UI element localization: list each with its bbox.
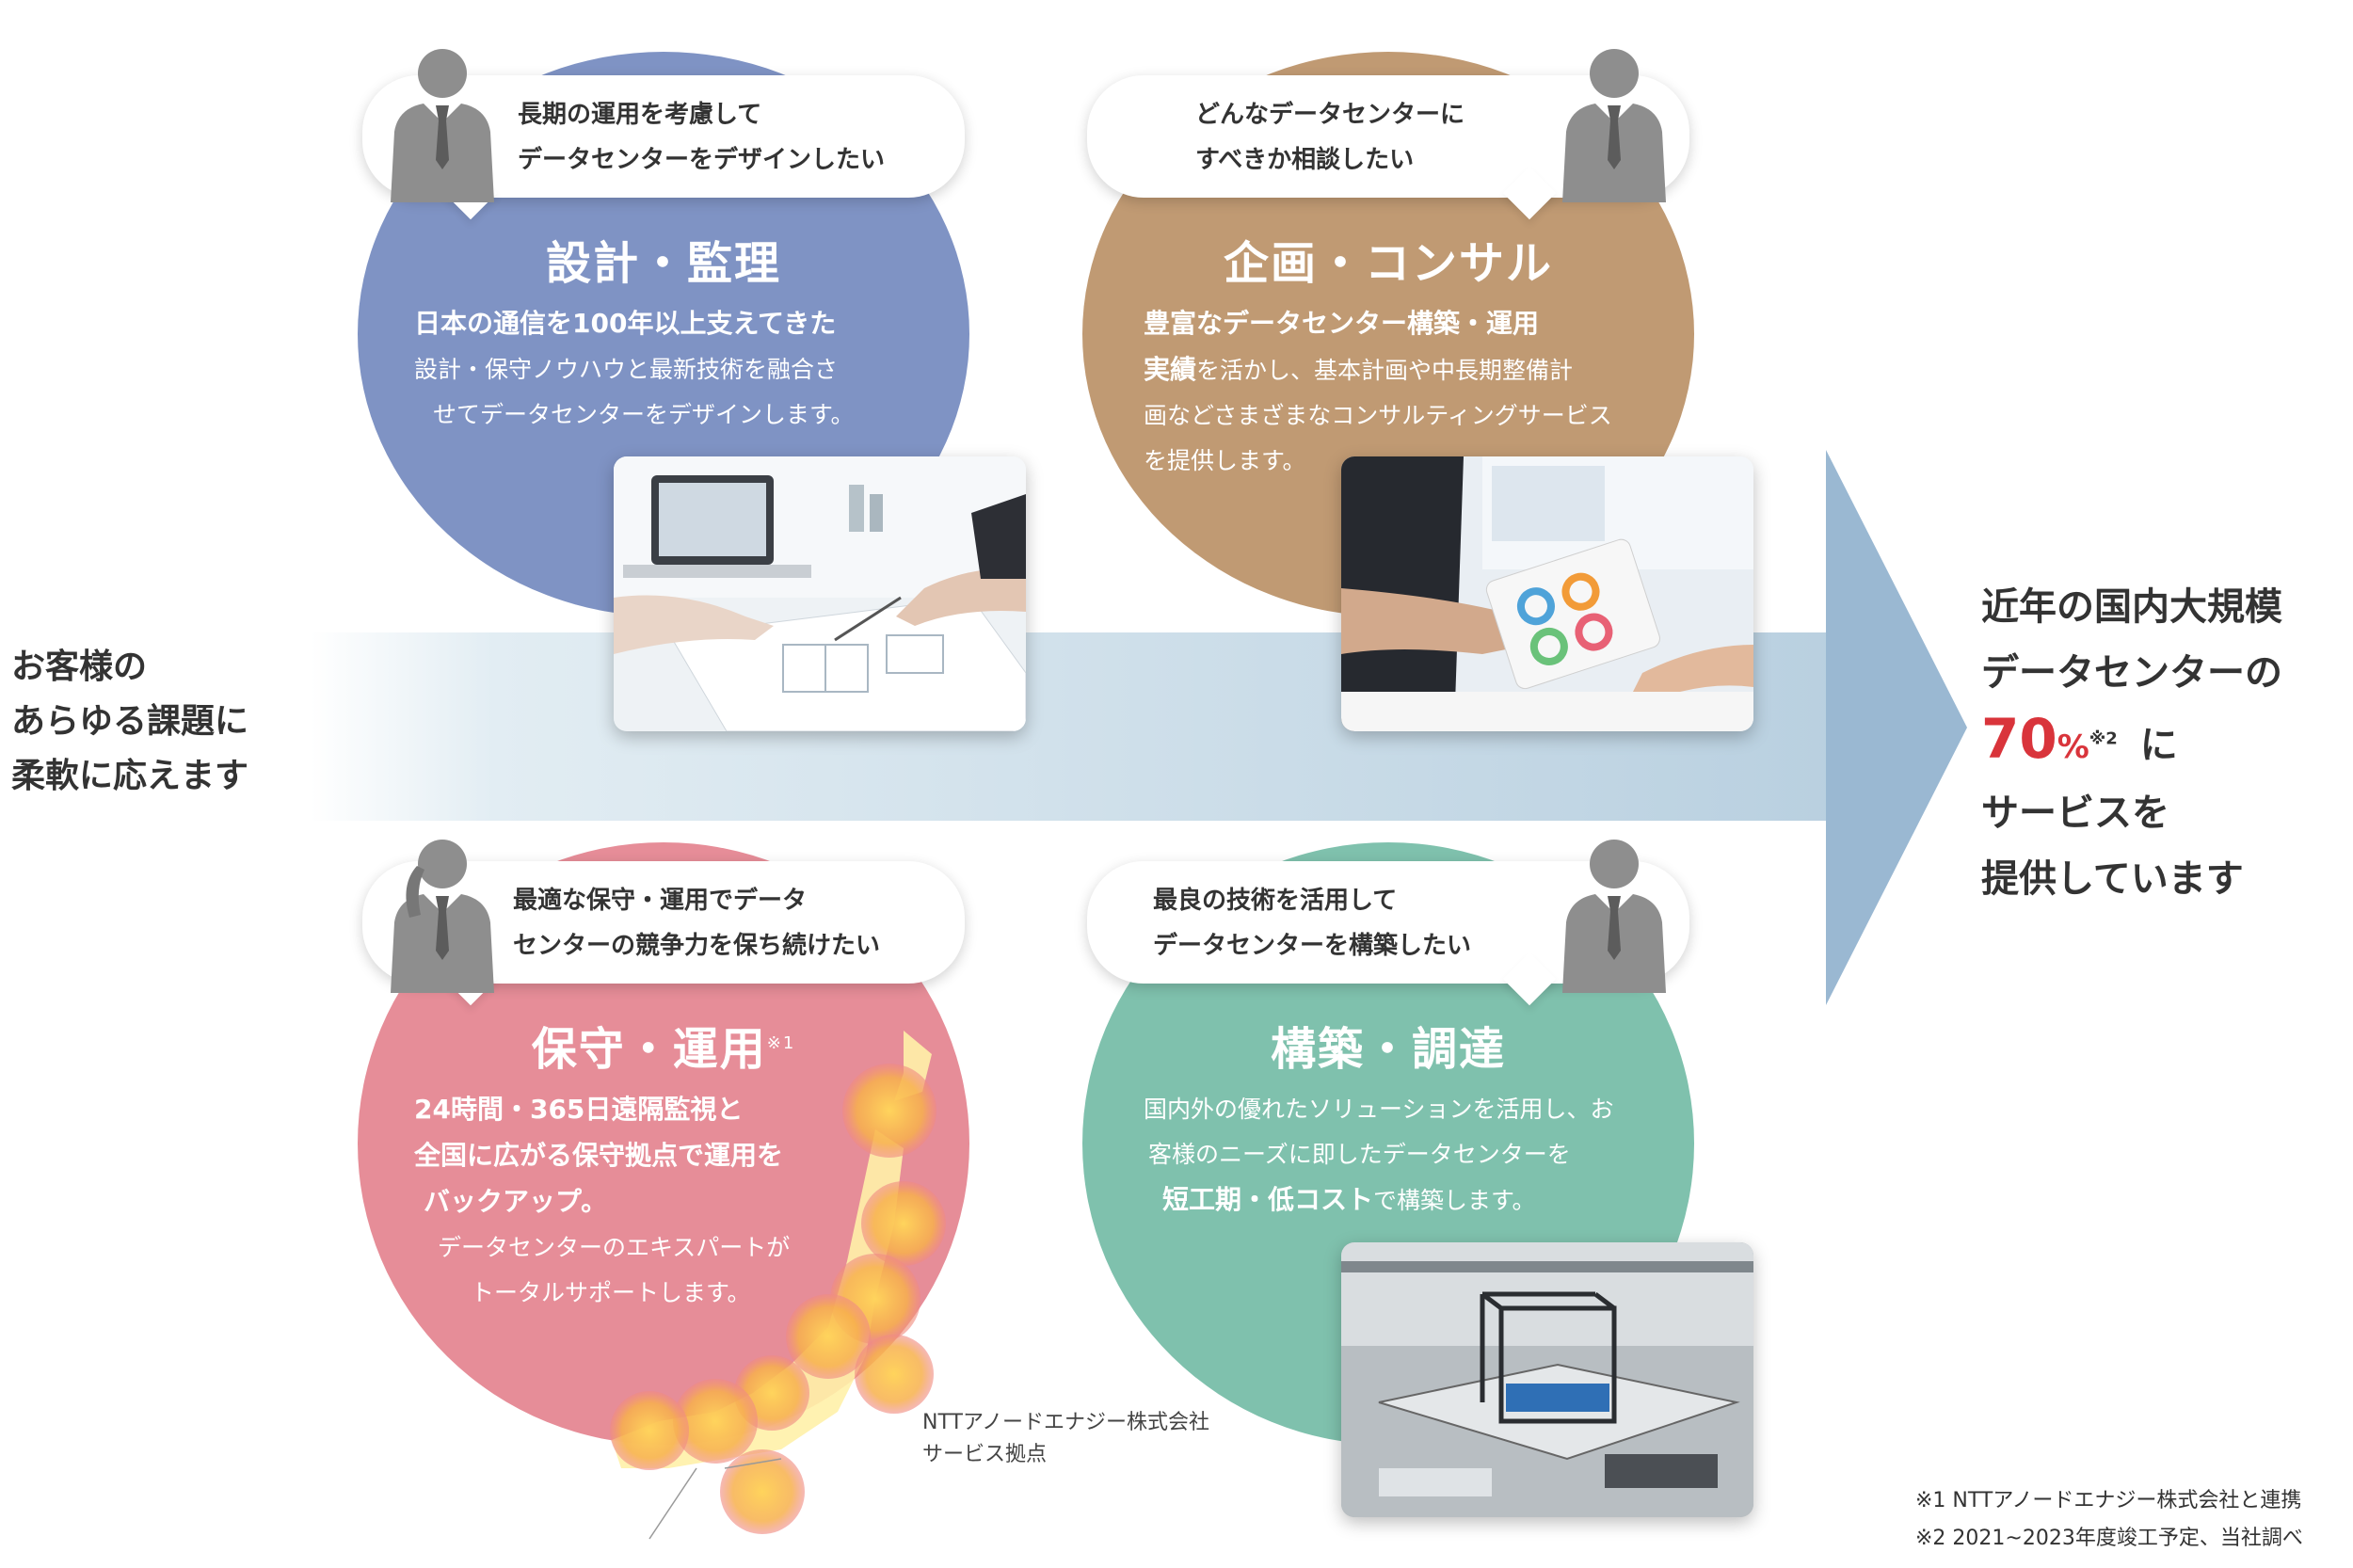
design-desc-bold: 日本の通信を100年以上支えてきた (414, 308, 837, 339)
maintenance-bubble-line2: センターの競争力を保ち続けたい (513, 932, 881, 960)
consult-bubble-line2: すべきか相談したい (1195, 146, 1415, 174)
construction-desc-line1: 国内外の優れたソリューションを活用し、お (1144, 1096, 1614, 1123)
maintenance-title-wrap: 保守・運用※1 (358, 1012, 969, 1078)
design-desc-line3: せてデータセンターをデザインします。 (433, 401, 855, 428)
maintenance-bubble-line1: 最適な保守・運用でデータ (513, 887, 808, 915)
map-legend-line1: NTTアノードエナジー株式会社 (922, 1411, 1209, 1434)
businessman-icon (1562, 49, 1666, 202)
arrow-head (1826, 450, 1967, 1005)
right-message-line2: データセンターの (1981, 651, 2282, 695)
share-percent-sign: % (2057, 728, 2089, 766)
left-message-line2: あらゆる課題に (11, 702, 249, 741)
construction-desc-line3: で構築します。 (1373, 1187, 1536, 1214)
right-message-line1: 近年の国内大規模 (1981, 585, 2282, 629)
consult-photo (1341, 456, 1753, 731)
share-percent: 70 (1981, 707, 2057, 771)
right-message-line4: サービスを (1981, 792, 2169, 835)
japan-map (610, 1031, 946, 1540)
left-message-line1: お客様の (11, 648, 148, 686)
map-legend: NTTアノードエナジー株式会社 サービス拠点 (922, 1407, 1209, 1471)
maintenance-description: 24時間・365日遠隔監視と 全国に広がる保守拠点で運用を バックアップ。 デー… (414, 1087, 904, 1316)
design-bubble-line1: 長期の運用を考慮して (518, 101, 762, 129)
design-bubble-line2: データセンターをデザインしたい (518, 146, 886, 174)
construction-description: 国内外の優れたソリューションを活用し、お 客様のニーズに即したデータセンターを … (1144, 1087, 1652, 1224)
right-message-line5: 提供しています (1981, 857, 2244, 901)
construction-bubble-line2: データセンターを構築したい (1153, 932, 1472, 960)
maintenance-desc-bold2: 全国に広がる保守拠点で運用を (414, 1140, 784, 1171)
construction-desc-line2: 客様のニーズに即したデータセンターを (1148, 1141, 1571, 1168)
maintenance-desc-line4: データセンターのエキスパートが (438, 1234, 791, 1261)
businessman-phone-icon (391, 840, 494, 993)
businessman-icon (391, 49, 494, 202)
footnote-2: ※2 2021~2023年度竣工予定、当社調べ (1915, 1527, 2303, 1550)
design-desc-line2: 設計・保守ノウハウと最新技術を融合さ (414, 356, 839, 383)
construction-photo (1341, 1242, 1753, 1517)
consult-desc-line3: 画などさまざまなコンサルティングサービス (1144, 402, 1612, 429)
consult-title: 企画・コンサル (1223, 237, 1553, 290)
share-note-mark: ※2 (2089, 728, 2118, 749)
maintenance-desc-bold3: バックアップ。 (424, 1186, 608, 1217)
design-description: 日本の通信を100年以上支えてきた 設計・保守ノウハウと最新技術を融合さ せてデ… (414, 301, 941, 438)
map-legend-line2: サービス拠点 (922, 1443, 1048, 1466)
left-message-line3: 柔軟に応えます (11, 757, 249, 795)
consult-desc-line2: を活かし、基本計画や中長期整備計 (1196, 357, 1574, 384)
right-message: 近年の国内大規模 データセンターの 70%※2 に サービスを 提供しています (1981, 574, 2282, 912)
consult-desc-line4: を提供します。 (1144, 447, 1306, 474)
maintenance-title: 保守・運用 (531, 1023, 767, 1076)
maintenance-desc-line5: トータルサポートします。 (471, 1279, 751, 1306)
construction-title: 構築・調達 (1270, 1023, 1506, 1076)
construction-bubble-line1: 最良の技術を活用して (1153, 887, 1398, 915)
design-photo (614, 456, 1026, 731)
footnotes: ※1 NTTアノードエナジー株式会社と連携 ※2 2021~2023年度竣工予定… (1915, 1482, 2303, 1558)
businessman-icon (1562, 840, 1666, 993)
consult-desc-bold2: 実績 (1144, 354, 1197, 385)
design-title: 設計・監理 (545, 237, 781, 290)
consult-desc-bold1: 豊富なデータセンター構築・運用 (1144, 308, 1540, 339)
construction-desc-bold: 短工期・低コスト (1162, 1184, 1374, 1215)
consult-bubble-line1: どんなデータセンターに (1195, 101, 1465, 129)
left-message: お客様の あらゆる課題に 柔軟に応えます (11, 640, 248, 804)
footnote-1: ※1 NTTアノードエナジー株式会社と連携 (1915, 1489, 2302, 1512)
consult-description: 豊富なデータセンター構築・運用 実績を活かし、基本計画や中長期整備計 画などさま… (1144, 301, 1652, 484)
maintenance-desc-bold1: 24時間・365日遠隔監視と (414, 1094, 744, 1125)
maintenance-title-note: ※1 (766, 1033, 796, 1053)
right-message-line3: に (2139, 724, 2178, 767)
